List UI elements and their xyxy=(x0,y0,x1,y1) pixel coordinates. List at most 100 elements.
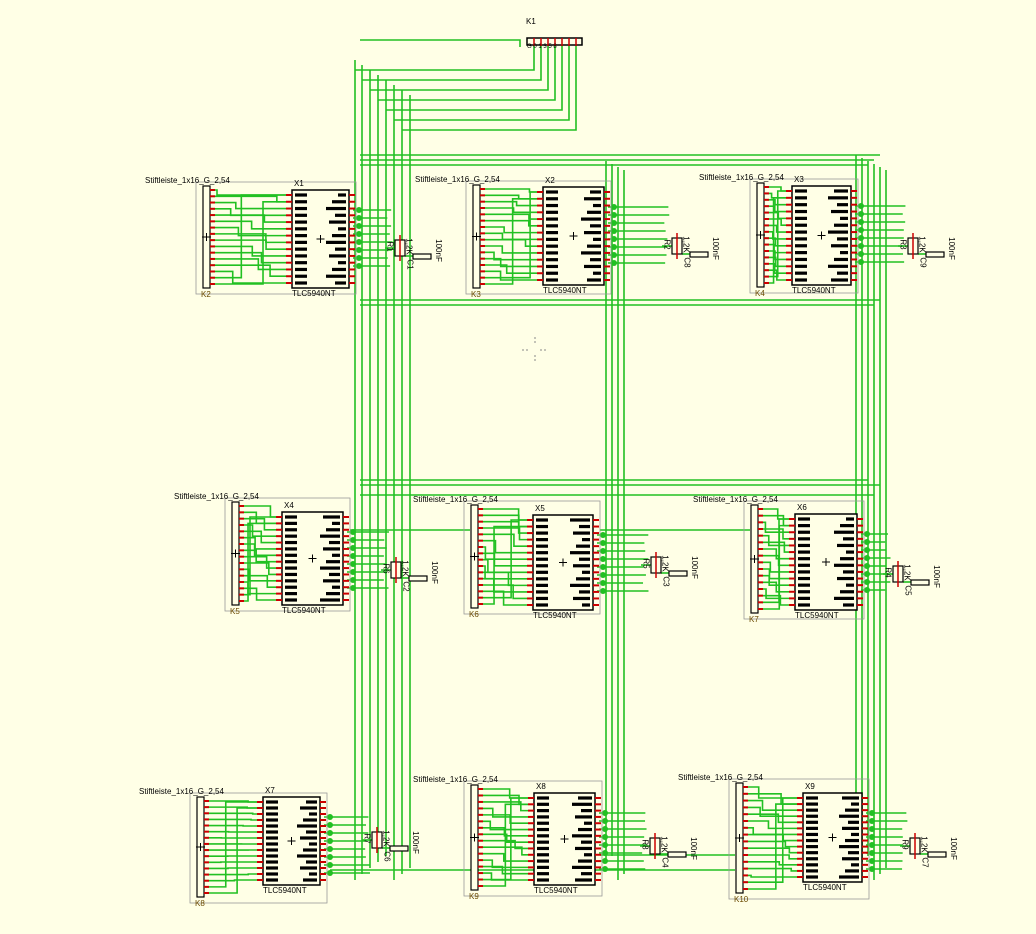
pad xyxy=(851,863,859,867)
pad xyxy=(843,603,854,607)
resistor-ref-label: R3 xyxy=(898,239,908,250)
pad xyxy=(584,231,601,235)
k1-wire xyxy=(386,45,563,111)
pad xyxy=(587,244,601,248)
pad xyxy=(806,838,818,843)
junction-dot xyxy=(602,834,608,840)
junction-dot xyxy=(327,870,333,876)
junction-dot xyxy=(356,263,362,269)
pad xyxy=(795,223,807,227)
pad xyxy=(295,254,307,258)
pad xyxy=(300,806,317,810)
header-part-label: Stiftleiste_1x16_G_2,54 xyxy=(413,495,498,504)
module-outline xyxy=(743,500,865,620)
capacitor-ref-label: C8 xyxy=(682,257,692,268)
header-chip-wire xyxy=(481,197,537,285)
header-chip-wire xyxy=(211,239,286,250)
resistor-value-label: 1,2K xyxy=(660,555,670,572)
pad xyxy=(295,220,307,224)
pad xyxy=(576,577,590,581)
junction-dot xyxy=(327,862,333,868)
module-outline xyxy=(195,181,357,295)
pad xyxy=(546,278,558,282)
pad xyxy=(537,809,549,813)
header-chip-wire xyxy=(744,847,797,854)
pad xyxy=(295,193,307,197)
header-chip-wire xyxy=(211,258,286,271)
pad xyxy=(537,878,549,882)
pad xyxy=(537,827,549,832)
pad xyxy=(578,859,592,863)
chip-ref-label: X9 xyxy=(805,782,815,791)
k1-wire xyxy=(402,45,577,131)
header-chip-wire xyxy=(765,197,786,284)
header-ref-label: K8 xyxy=(195,899,205,908)
junction-dot xyxy=(600,532,606,538)
pad xyxy=(332,521,340,525)
pad xyxy=(266,812,278,816)
header-ref-label: K10 xyxy=(734,895,749,904)
capacitor-value-label: 100nF xyxy=(946,237,956,260)
pad xyxy=(309,842,317,846)
junction-dot xyxy=(602,826,608,832)
junction-dot xyxy=(858,235,864,241)
pad xyxy=(320,598,340,602)
pad xyxy=(806,857,818,861)
module-outline xyxy=(463,500,601,615)
pad xyxy=(285,534,297,538)
junction-dot xyxy=(869,834,875,840)
junction-dot xyxy=(356,215,362,221)
pad xyxy=(297,854,317,858)
pad xyxy=(590,190,601,194)
pad xyxy=(578,796,592,800)
module-outline xyxy=(465,180,612,295)
capacitor-value-label: 100nF xyxy=(710,237,720,260)
pad xyxy=(837,576,854,581)
header-chip-wire xyxy=(479,865,528,875)
pad xyxy=(575,815,592,819)
junction-dot xyxy=(327,854,333,860)
pad xyxy=(570,518,590,522)
junction-dot xyxy=(356,207,362,213)
pad xyxy=(573,531,590,535)
pad xyxy=(306,830,317,834)
junction-dot xyxy=(858,203,864,209)
capacitor-value-label: 100nF xyxy=(429,561,439,584)
pad xyxy=(795,264,807,268)
pad xyxy=(295,247,307,251)
chip-part-label: TLC5940NT xyxy=(795,611,839,620)
junction-dot xyxy=(869,810,875,816)
header-chip-wire xyxy=(205,807,257,894)
pad xyxy=(285,579,297,583)
capacitor-c1 xyxy=(412,253,432,260)
pad xyxy=(579,524,590,529)
header-ref-label: K3 xyxy=(471,290,481,299)
header-chip-wire xyxy=(481,251,537,261)
pad xyxy=(575,878,592,882)
resistor-value-label: 1,2K xyxy=(400,560,410,577)
pad xyxy=(326,206,346,211)
pad xyxy=(834,257,848,262)
pad xyxy=(303,818,317,822)
junction-dot xyxy=(350,585,356,591)
capacitor-ref-label: C5 xyxy=(903,585,913,596)
chip-ref-label: X7 xyxy=(265,786,275,795)
pad xyxy=(309,812,317,816)
header-chip-wire xyxy=(481,207,537,214)
pad xyxy=(536,590,548,594)
chip-part-label: TLC5940NT xyxy=(282,606,326,615)
header-chip-wire xyxy=(744,867,797,872)
pad xyxy=(806,826,818,830)
header-part-label: Stiftleiste_1x16_G_2,54 xyxy=(413,775,498,784)
capacitor-c7 xyxy=(927,851,947,858)
pad xyxy=(536,570,548,574)
junction-dot xyxy=(327,830,333,836)
header-chip-wire xyxy=(765,250,786,261)
pad xyxy=(795,189,807,193)
pad xyxy=(840,216,848,220)
origin-cross-icon xyxy=(735,834,744,842)
header-chip-wire xyxy=(765,190,786,278)
junction-dot xyxy=(600,540,606,546)
pad xyxy=(338,193,346,197)
